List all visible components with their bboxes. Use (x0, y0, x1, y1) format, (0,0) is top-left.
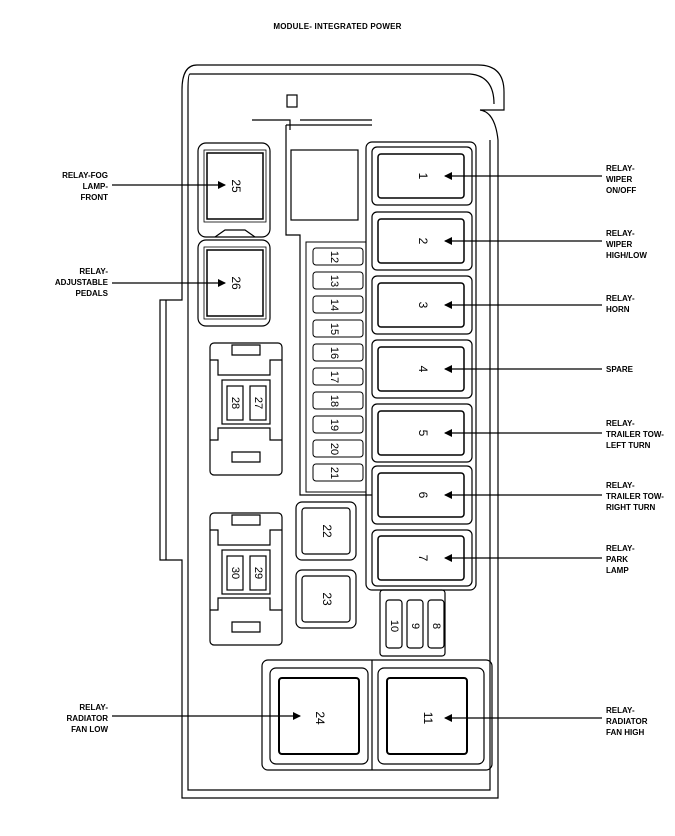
fuse-29: 29 (249, 555, 267, 591)
relay-3: 3 (371, 275, 473, 335)
relay-22: 22 (295, 501, 357, 561)
relay-22-number: 22 (320, 524, 334, 538)
fuse-20-number: 20 (328, 443, 340, 455)
label-relay-horn: RELAY- HORN (606, 294, 635, 314)
relay-6-number: 6 (416, 492, 430, 499)
relay-26-number: 26 (229, 276, 243, 290)
fuse-holder-29-30 (209, 512, 283, 646)
label-relay-adjustable-pedals: RELAY- ADJUSTABLE PEDALS (54, 267, 108, 298)
label-relay-radiator-fan-low: RELAY- RADIATOR FAN LOW (66, 703, 108, 734)
fuse-10-number: 10 (388, 620, 400, 632)
fuse-27-number: 27 (252, 397, 264, 409)
relay-24-number: 24 (313, 711, 327, 725)
relay-1: 1 (371, 146, 473, 206)
fuse-17: 17 (312, 367, 364, 386)
fuse-8: 8 (427, 599, 445, 649)
fuse-10: 10 (385, 599, 403, 649)
fuse-9: 9 (406, 599, 424, 649)
fuse-20: 20 (312, 439, 364, 458)
relay-4: 4 (371, 339, 473, 399)
relay-4-number: 4 (416, 366, 430, 373)
relay-3-number: 3 (416, 302, 430, 309)
fuse-15-number: 15 (328, 323, 340, 335)
fuse-14: 14 (312, 295, 364, 314)
fuse-13: 13 (312, 271, 364, 290)
diagram-title: MODULE- INTEGRATED POWER (273, 22, 402, 31)
fuse-16: 16 (312, 343, 364, 362)
fuse-17-number: 17 (328, 371, 340, 383)
fuse-14-number: 14 (328, 299, 340, 311)
label-spare: SPARE (606, 365, 633, 374)
relay-23: 23 (295, 569, 357, 629)
relay-2-number: 2 (416, 238, 430, 245)
fuse-28: 28 (226, 385, 244, 421)
fuse-21: 21 (312, 463, 364, 482)
fuse-8-number: 8 (430, 623, 442, 629)
relay-25: 25 (203, 149, 267, 223)
fuse-holder-27-28 (209, 342, 283, 476)
label-relay-radiator-fan-high: RELAY- RADIATOR FAN HIGH (606, 706, 648, 737)
label-relay-wiper-high-low: RELAY- WIPER HIGH/LOW (606, 229, 647, 260)
relay-6: 6 (371, 465, 473, 525)
relay-23-number: 23 (320, 592, 334, 606)
relay-11: 11 (377, 667, 485, 765)
fuse-19: 19 (312, 415, 364, 434)
relay-11-number: 11 (421, 712, 435, 725)
fuse-16-number: 16 (328, 347, 340, 359)
fuse-15: 15 (312, 319, 364, 338)
fuse-30: 30 (226, 555, 244, 591)
fuse-27: 27 (249, 385, 267, 421)
fuse-12-number: 12 (328, 251, 340, 263)
fuse-21-number: 21 (328, 467, 340, 479)
fuse-13-number: 13 (328, 275, 340, 287)
relay-1-number: 1 (416, 173, 430, 180)
fuse-29-number: 29 (252, 567, 264, 579)
fuse-18-number: 18 (328, 395, 340, 407)
fuse-19-number: 19 (328, 419, 340, 431)
label-relay-fog-lamp-front: RELAY-FOG LAMP- FRONT (62, 171, 108, 202)
leader-lines (112, 172, 602, 722)
relay-5-number: 5 (416, 430, 430, 437)
relay-7-number: 7 (416, 555, 430, 562)
fuse-12: 12 (312, 247, 364, 266)
label-relay-wiper-on-off: RELAY- WIPER ON/OFF (606, 164, 637, 195)
relay-25-number: 25 (229, 179, 243, 193)
label-relay-park-lamp: RELAY- PARK LAMP (606, 544, 635, 575)
label-relay-trailer-tow-left-turn: RELAY- TRAILER TOW- LEFT TURN (606, 419, 664, 450)
fuse-30-number: 30 (229, 567, 241, 579)
fuse-9-number: 9 (409, 623, 421, 629)
fuse-18: 18 (312, 391, 364, 410)
label-relay-trailer-tow-right-turn: RELAY- TRAILER TOW- RIGHT TURN (606, 481, 664, 512)
fuse-28-number: 28 (229, 397, 241, 409)
